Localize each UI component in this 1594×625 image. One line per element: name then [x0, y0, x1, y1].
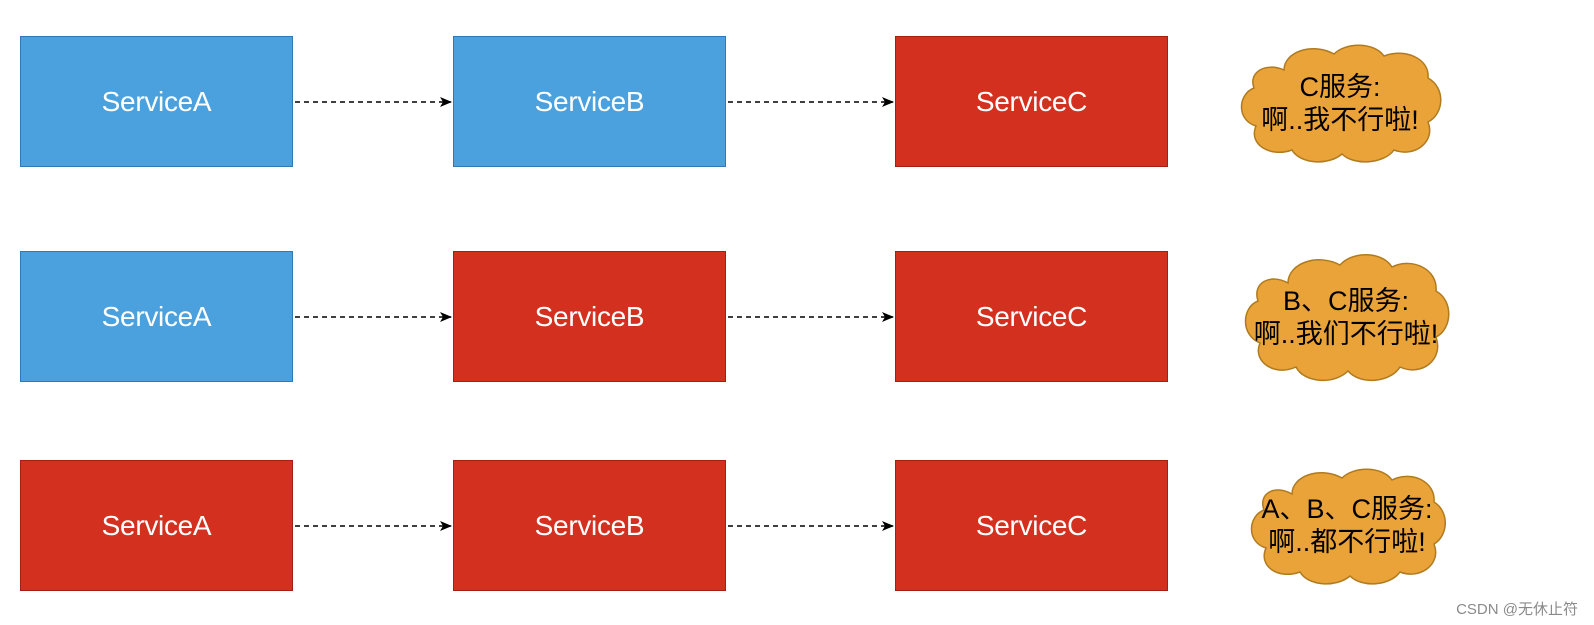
service-b-label: ServiceB — [534, 300, 645, 332]
call-arrow-b-to-c — [728, 312, 894, 322]
callout-cloud: A、B、C服务: 啊..都不行啦! — [1244, 464, 1450, 588]
service-b-box: ServiceB — [453, 460, 726, 591]
callout-message: 啊..我不行啦! — [1261, 105, 1419, 135]
cascade-row-2: ServiceA ServiceB ServiceC B、C服务: 啊..我们不… — [0, 251, 1594, 386]
cascade-row-1: ServiceA ServiceB ServiceC C服务: 啊..我不行啦! — [0, 36, 1594, 171]
cascade-row-3: ServiceA ServiceB ServiceC A、B、C服务: 啊..都… — [0, 460, 1594, 595]
call-arrow-a-to-b — [295, 97, 452, 107]
service-b-box: ServiceB — [453, 251, 726, 382]
service-a-box: ServiceA — [20, 460, 293, 591]
cloud-shape-icon — [1250, 468, 1446, 585]
call-arrow-b-to-c — [728, 97, 894, 107]
call-arrow-b-to-c — [728, 521, 894, 531]
service-b-box: ServiceB — [453, 36, 726, 167]
service-b-label: ServiceB — [534, 509, 645, 541]
service-a-box: ServiceA — [20, 251, 293, 382]
callout-cloud: C服务: 啊..我不行啦! — [1234, 40, 1446, 168]
service-a-label: ServiceA — [101, 509, 212, 541]
service-c-box: ServiceC — [895, 460, 1168, 591]
service-c-label: ServiceC — [975, 300, 1088, 332]
service-c-label: ServiceC — [975, 509, 1088, 541]
callout-message: 啊..都不行啦! — [1268, 527, 1426, 557]
service-c-label: ServiceC — [975, 85, 1088, 117]
watermark: CSDN @无休止符 — [1456, 601, 1578, 618]
service-c-box: ServiceC — [895, 251, 1168, 382]
callout-title: A、B、C服务: — [1261, 494, 1433, 524]
callout-title: C服务: — [1299, 72, 1381, 102]
service-a-label: ServiceA — [101, 300, 212, 332]
cloud-shape-icon — [1244, 254, 1450, 382]
callout-message: 啊..我们不行啦! — [1253, 319, 1439, 349]
callout-title: B、C服务: — [1282, 286, 1409, 316]
callout-cloud: B、C服务: 啊..我们不行啦! — [1240, 249, 1452, 387]
call-arrow-a-to-b — [295, 521, 452, 531]
service-c-box: ServiceC — [895, 36, 1168, 167]
call-arrow-a-to-b — [295, 312, 452, 322]
service-a-label: ServiceA — [101, 85, 212, 117]
service-b-label: ServiceB — [534, 85, 645, 117]
cloud-shape-icon — [1240, 44, 1442, 163]
service-a-box: ServiceA — [20, 36, 293, 167]
